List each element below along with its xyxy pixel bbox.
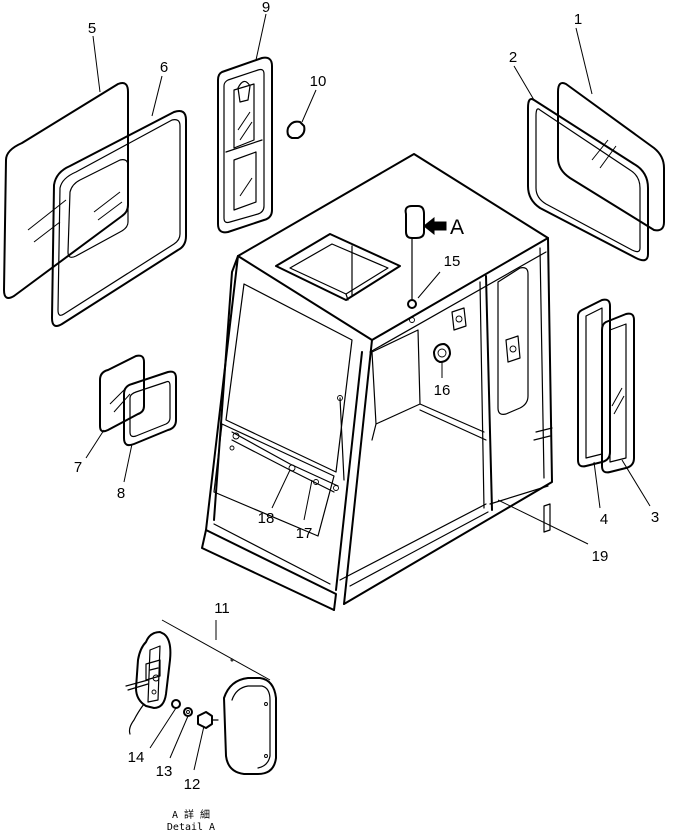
grommet-part-16 (433, 343, 451, 378)
view-arrow-a: A (423, 216, 464, 239)
label-part-12: 12 (184, 776, 201, 793)
door-window-part-9 (217, 56, 273, 234)
label-part-14: 14 (128, 749, 145, 766)
label-part-8: 8 (117, 485, 125, 502)
label-part-11: 11 (214, 600, 230, 617)
side-window-glass-part-3 (601, 312, 635, 474)
plate-part-19 (497, 499, 589, 545)
small-window-seal-part-8 (123, 370, 177, 447)
label-part-2: 2 (509, 49, 517, 66)
front-window-seal-part-6 (51, 110, 187, 327)
detail-caption-jp: A 詳 細 (172, 808, 210, 821)
label-part-4: 4 (600, 511, 608, 528)
label-part-5: 5 (88, 20, 96, 37)
front-window-glass-part-5 (3, 82, 129, 299)
label-part-19: 19 (592, 548, 609, 565)
label-part-13: 13 (156, 763, 173, 780)
clamp-part-18 (271, 464, 296, 509)
side-window-seal-part-4 (577, 298, 611, 468)
label-part-7: 7 (74, 459, 82, 476)
rear-window-seal-part-2 (527, 98, 649, 262)
detail-caption-en: Detail A (167, 822, 215, 833)
label-part-9: 9 (262, 0, 270, 16)
view-marker-label: A (450, 216, 464, 239)
cab-body (201, 153, 553, 611)
detail-a-group (125, 619, 277, 775)
knob-part-10 (286, 89, 317, 139)
small-window-glass-part-7 (99, 354, 145, 433)
label-part-3: 3 (651, 509, 659, 526)
label-part-17: 17 (296, 525, 313, 542)
label-part-6: 6 (160, 59, 168, 76)
label-part-16: 16 (434, 382, 451, 399)
switch-part-15 (407, 271, 441, 323)
cab-lamp (404, 205, 425, 301)
label-part-18: 18 (258, 510, 275, 527)
label-part-1: 1 (574, 11, 582, 28)
label-part-15: 15 (444, 253, 461, 270)
label-part-10: 10 (310, 73, 327, 90)
